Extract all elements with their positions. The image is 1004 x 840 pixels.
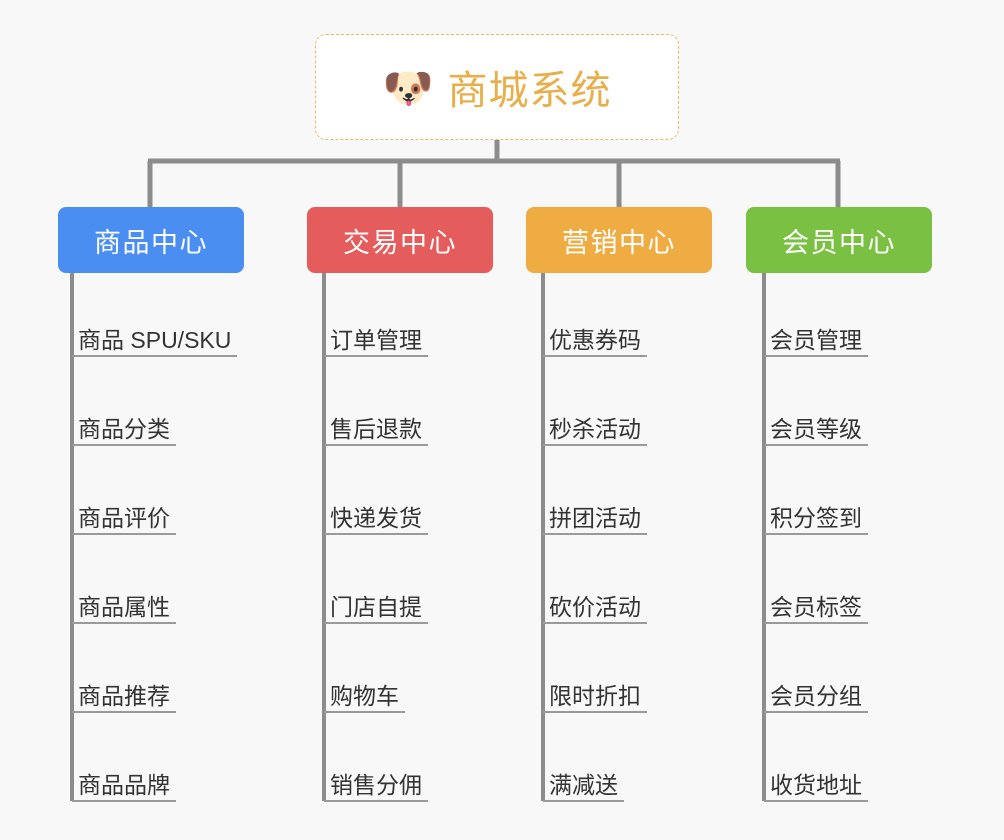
leaf-label: 商品 SPU/SKU	[78, 326, 232, 353]
leaf-item[interactable]: 商品推荐	[72, 669, 176, 713]
leaf-item[interactable]: 商品品牌	[72, 758, 176, 802]
leaf-label: 商品属性	[78, 593, 170, 620]
leaf-item[interactable]: 商品评价	[72, 491, 176, 535]
dog-face-emoji-icon: 🐶	[382, 64, 434, 111]
leaf-label: 商品分类	[78, 415, 170, 442]
leaf-item[interactable]: 商品属性	[72, 580, 176, 624]
category-header-member[interactable]: 会员中心	[746, 207, 932, 273]
leaf-label: 收货地址	[770, 771, 862, 798]
leaf-label: 门店自提	[330, 593, 422, 620]
leaf-label: 优惠券码	[549, 326, 641, 353]
leaf-label: 拼团活动	[549, 504, 641, 531]
leaf-item[interactable]: 收货地址	[764, 758, 868, 802]
leaf-label: 会员管理	[770, 326, 862, 353]
category-header-label: 营销中心	[562, 227, 676, 258]
leaf-item[interactable]: 订单管理	[324, 313, 428, 357]
leaf-item[interactable]: 销售分佣	[324, 758, 428, 802]
leaf-label: 积分签到	[770, 504, 862, 531]
leaf-label: 满减送	[549, 771, 618, 798]
leaf-item[interactable]: 快递发货	[324, 491, 428, 535]
leaf-item[interactable]: 会员标签	[764, 580, 868, 624]
leaf-label: 会员等级	[770, 415, 862, 442]
leaf-item[interactable]: 积分签到	[764, 491, 868, 535]
category-header-product[interactable]: 商品中心	[58, 207, 244, 273]
leaf-item[interactable]: 满减送	[543, 758, 624, 802]
leaf-item[interactable]: 拼团活动	[543, 491, 647, 535]
category-header-label: 商品中心	[94, 227, 208, 258]
leaf-label: 售后退款	[330, 415, 422, 442]
root-title: 商城系统	[447, 69, 612, 113]
leaf-item[interactable]: 售后退款	[324, 402, 428, 446]
leaf-label: 快递发货	[330, 504, 422, 531]
leaf-label: 会员分组	[770, 682, 862, 709]
leaf-label: 会员标签	[770, 593, 862, 620]
leaf-label: 购物车	[330, 682, 399, 709]
leaf-item[interactable]: 会员等级	[764, 402, 868, 446]
leaf-label: 商品推荐	[78, 682, 170, 709]
leaf-item[interactable]: 商品分类	[72, 402, 176, 446]
leaf-item[interactable]: 秒杀活动	[543, 402, 647, 446]
leaf-item[interactable]: 砍价活动	[543, 580, 647, 624]
leaf-item[interactable]: 商品 SPU/SKU	[72, 313, 238, 357]
leaf-label: 限时折扣	[549, 682, 641, 709]
leaf-item[interactable]: 会员管理	[764, 313, 868, 357]
leaf-label: 销售分佣	[330, 771, 422, 798]
leaf-item[interactable]: 限时折扣	[543, 669, 647, 713]
leaf-item[interactable]: 优惠券码	[543, 313, 647, 357]
category-header-label: 会员中心	[782, 227, 896, 258]
leaf-label: 订单管理	[330, 326, 422, 353]
leaf-item[interactable]: 会员分组	[764, 669, 868, 713]
leaf-label: 秒杀活动	[549, 415, 641, 442]
leaf-item[interactable]: 购物车	[324, 669, 405, 713]
leaf-label: 商品评价	[78, 504, 170, 531]
category-header-trade[interactable]: 交易中心	[307, 207, 493, 273]
category-header-label: 交易中心	[343, 227, 457, 258]
category-header-marketing[interactable]: 营销中心	[526, 207, 712, 273]
root-node[interactable]: 🐶 商城系统	[315, 34, 679, 140]
leaf-label: 砍价活动	[549, 593, 641, 620]
leaf-item[interactable]: 门店自提	[324, 580, 428, 624]
leaf-label: 商品品牌	[78, 771, 170, 798]
